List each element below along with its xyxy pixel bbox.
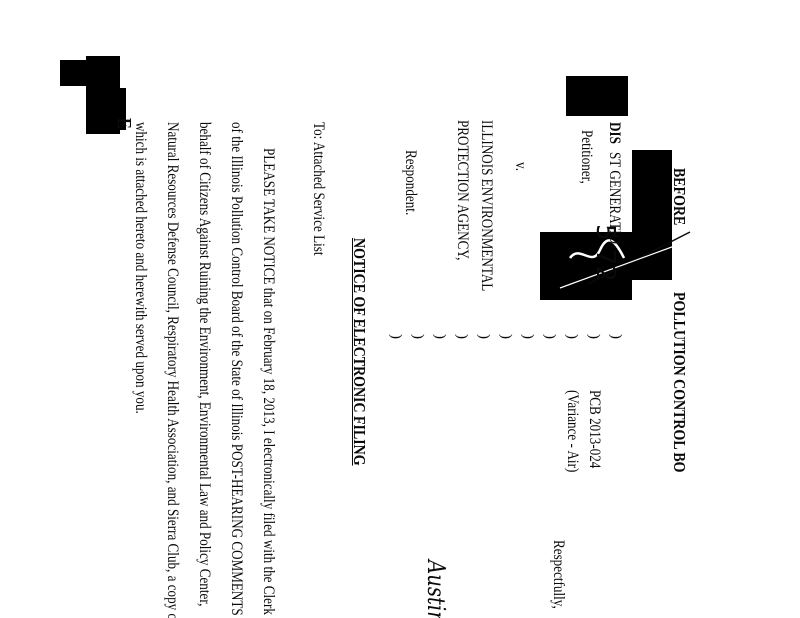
notice-paragraph-line-3: behalf of Citizens Against Ruining the E… — [196, 122, 213, 607]
notice-title: NOTICE OF ELECTRONIC FILING — [350, 238, 369, 466]
petitioner-role: Petitioner, — [578, 130, 595, 184]
redaction-block-main — [86, 56, 120, 134]
respondent-name-line-2: PROTECTION AGENCY, — [454, 120, 471, 261]
notice-paragraph-line-5: which is attached hereto and herewith se… — [132, 122, 149, 414]
margin-mark-text: E — [113, 118, 135, 129]
redaction-block-left — [60, 60, 88, 86]
respondent-name-line-1: ILLINOIS ENVIRONMENTAL — [478, 120, 495, 292]
case-type: (Variance - Air) — [564, 390, 581, 473]
notice-paragraph-line-4: Natural Resources Defense Council, Respi… — [164, 122, 181, 618]
case-number: PCB 2013-024 — [586, 390, 603, 469]
signature-closing: Respectfully, — [550, 540, 567, 609]
signature-handwriting: Austin — [422, 560, 450, 618]
notice-paragraph-line-1: PLEASE TAKE NOTICE that on February 18, … — [260, 148, 277, 615]
heading-before: BEFORE — [670, 168, 689, 226]
notice-paragraph-line-2: of the Illinois Pollution Control Board … — [228, 122, 245, 618]
heading-board-name: POLLUTION CONTROL BO — [670, 292, 689, 473]
versus-label: v. — [512, 162, 529, 171]
redaction-block-petitioner — [566, 76, 628, 116]
notice-to-line: To: Attached Service List — [310, 122, 327, 256]
petitioner-name-line-1: DIS — [606, 122, 623, 144]
respondent-role: Respondent. — [402, 150, 419, 216]
stamp-signature-scribble — [559, 231, 691, 289]
redaction-block-tab — [118, 88, 126, 130]
received-stamp — [540, 232, 632, 300]
petitioner-name-line-2: ST GENERATIO — [606, 152, 623, 244]
